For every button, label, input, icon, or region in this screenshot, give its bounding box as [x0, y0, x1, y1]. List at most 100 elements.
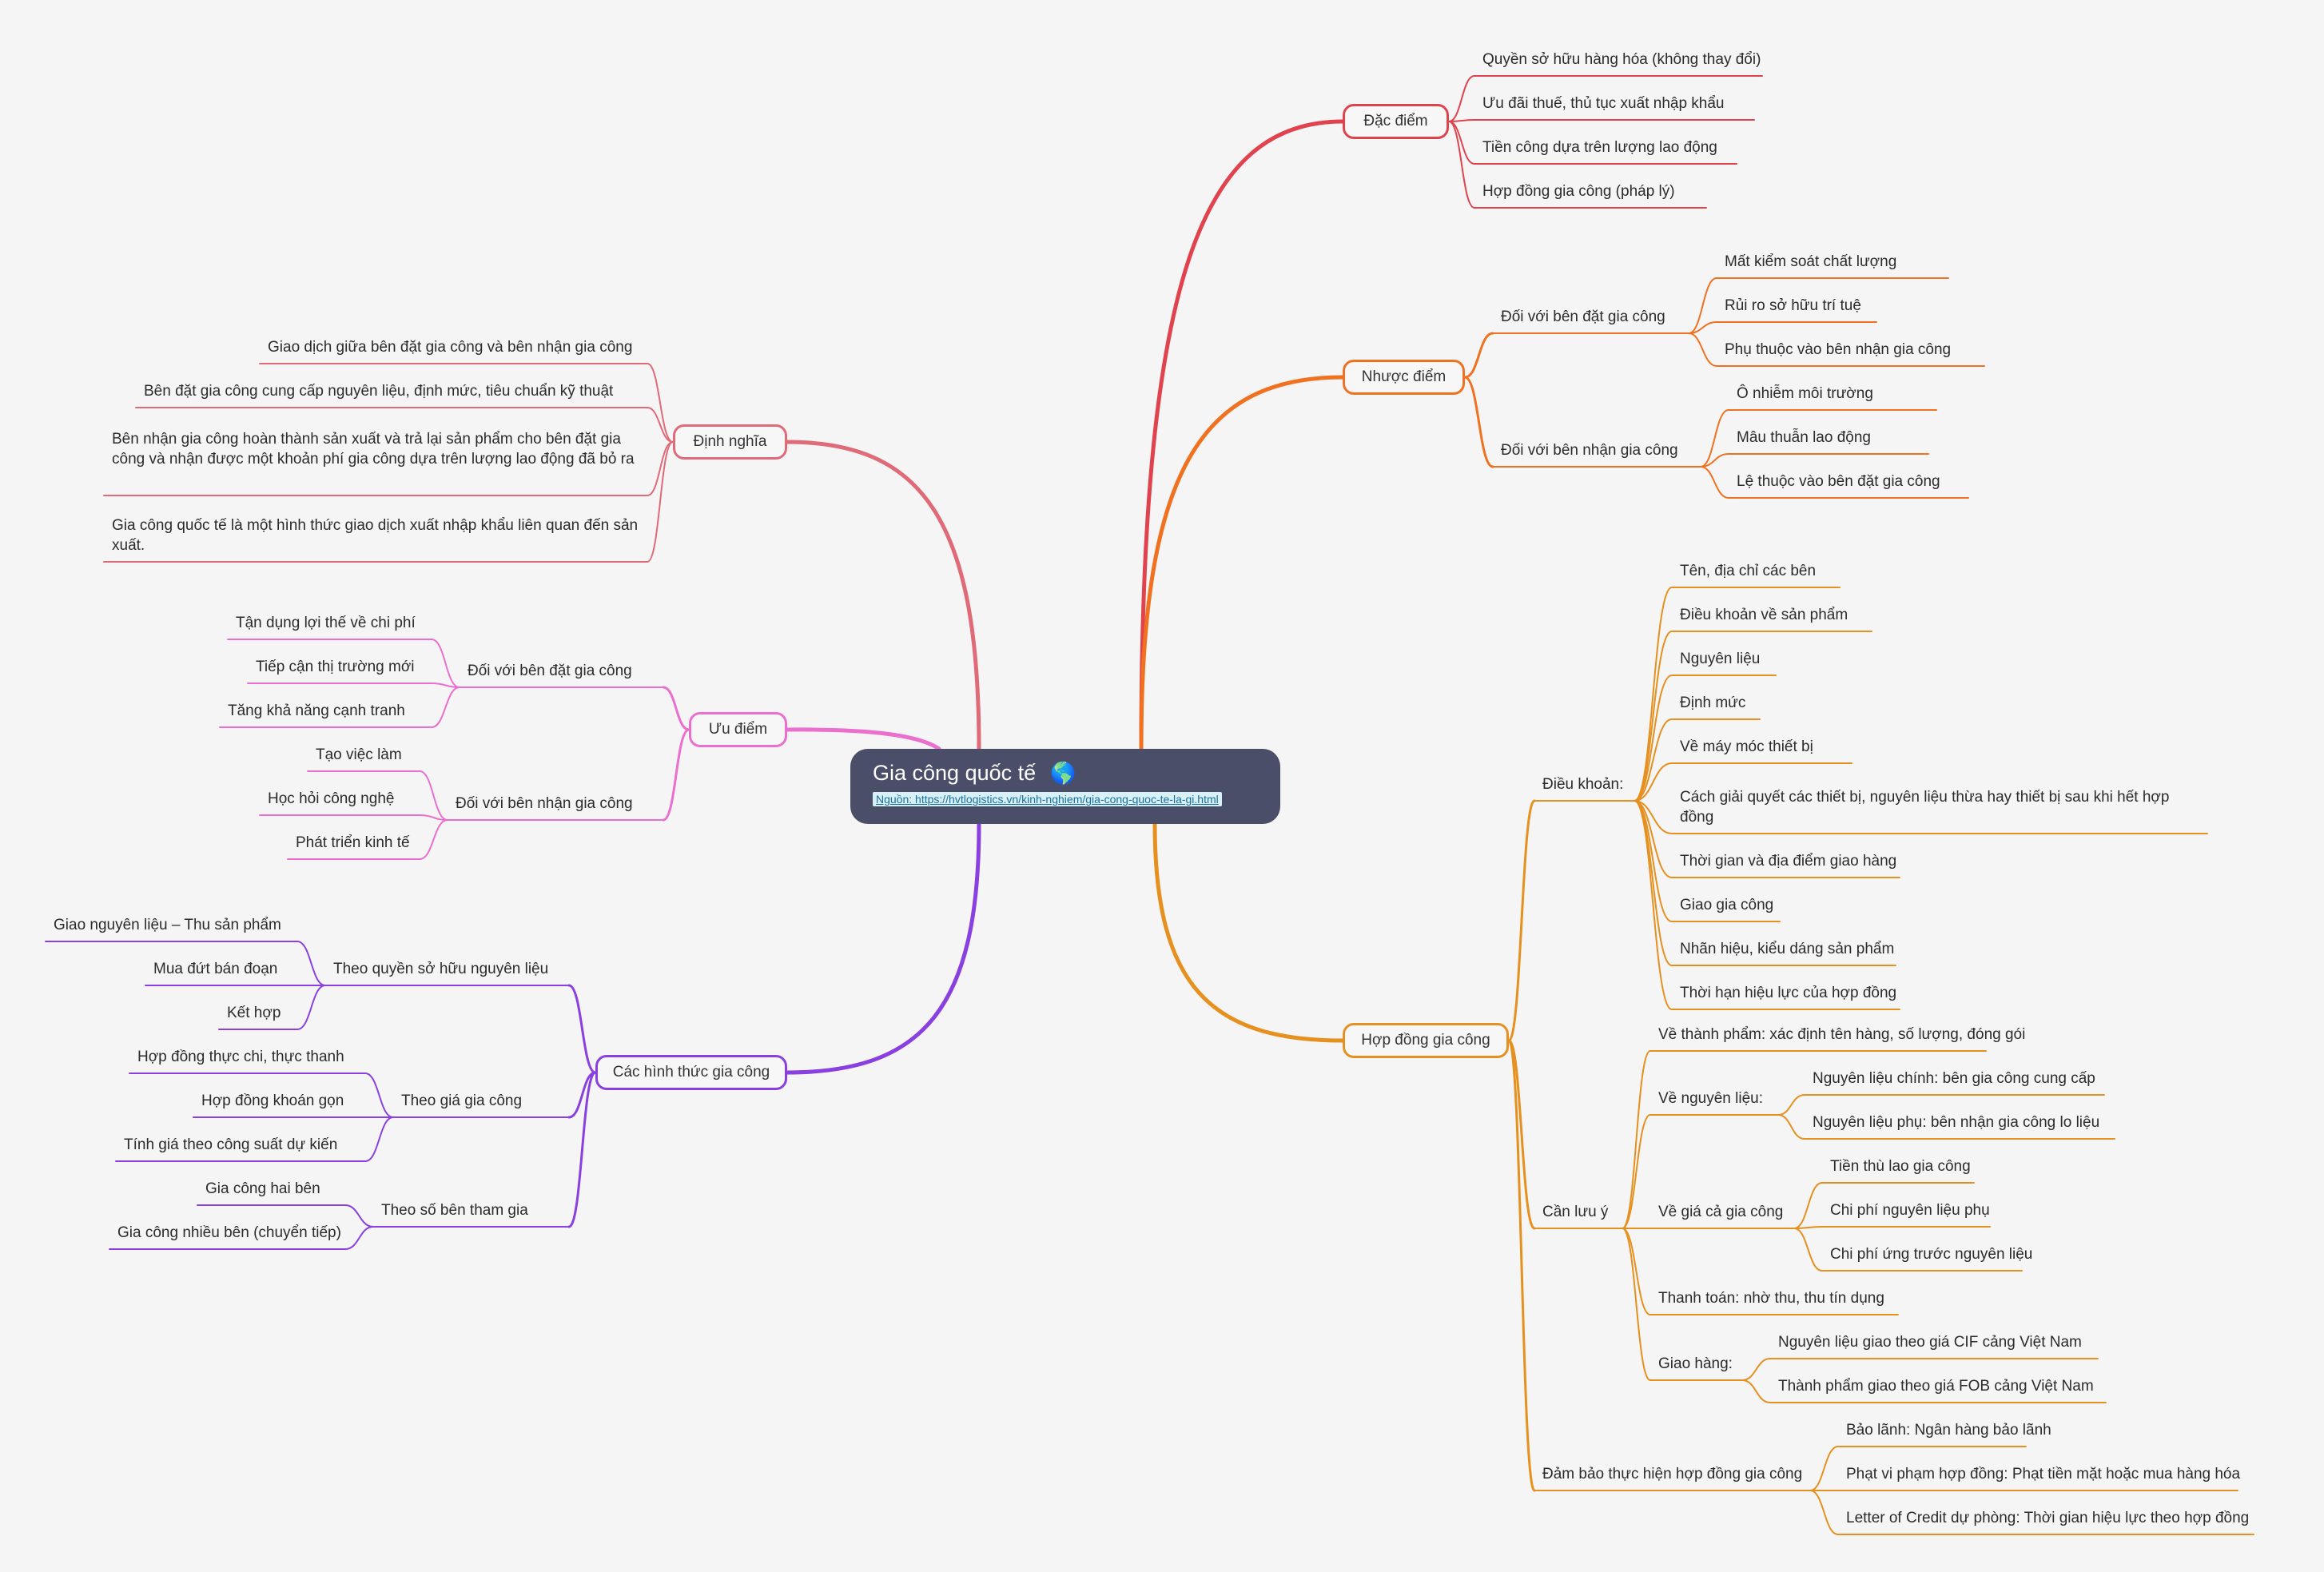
link-uu-1-2 — [419, 819, 448, 860]
dam-bao-item-0[interactable]: Bảo lãnh: Ngân hàng bảo lãnh — [1846, 1422, 2051, 1439]
hinh-thuc-item-1-0[interactable]: Hợp đồng thực chi, thực thanh — [137, 1049, 344, 1065]
dinh-nghia-item-3[interactable]: Gia công quốc tế là một hình thức giao d… — [112, 517, 639, 554]
branch-hop-dong — [1152, 822, 1345, 1043]
link-uu-group-0 — [662, 686, 690, 731]
link-uu-0-2 — [431, 687, 460, 728]
link-dam-bao — [1507, 1039, 1536, 1492]
giao-hang-label[interactable]: Giao hàng: — [1658, 1355, 1733, 1372]
uu-diem-item-0-0[interactable]: Tận dụng lợi thế về chi phí — [236, 615, 416, 631]
nhuoc-diem-item-0-0[interactable]: Mất kiểm soát chất lượng — [1725, 253, 1897, 270]
dinh-nghia-item-0[interactable]: Giao dịch giữa bên đặt gia công và bên n… — [268, 339, 633, 356]
dieu-khoan-item-7[interactable]: Giao gia công — [1680, 897, 1774, 913]
dieu-khoan-item-3[interactable]: Định mức — [1680, 694, 1746, 711]
link-nhuoc-0-0 — [1688, 277, 1717, 334]
hinh-thuc-item-1-2[interactable]: Tính giá theo công suất dự kiến — [124, 1136, 338, 1153]
hinh-thuc-item-0-1[interactable]: Mua đứt bán đoạn — [153, 961, 278, 977]
giao-hang-item-1[interactable]: Thành phẩm giao theo giá FOB cảng Việt N… — [1778, 1378, 2094, 1395]
topic-hop-dong[interactable]: Hợp đồng gia công — [1343, 1023, 1509, 1058]
uu-diem-item-0-1[interactable]: Tiếp cận thị trường mới — [256, 659, 415, 675]
dieu-khoan-item-1[interactable]: Điều khoản về sản phẩm — [1680, 607, 1848, 623]
dieu-khoan-item-9[interactable]: Thời hạn hiệu lực của hợp đồng — [1680, 985, 1897, 1001]
link-nhuoc-0-1 — [1688, 321, 1717, 334]
dac-diem-item-2[interactable]: Tiền công dựa trên lượng lao động — [1482, 139, 1717, 156]
uu-diem-group-1[interactable]: Đối với bên nhận gia công — [456, 795, 633, 812]
dinh-nghia-item-1[interactable]: Bên đặt gia công cung cấp nguyên liệu, đ… — [144, 383, 614, 400]
link-thanh-pham — [1622, 1050, 1651, 1229]
link-dac-diem-3 — [1448, 121, 1475, 209]
link-thanh-toan — [1622, 1228, 1651, 1315]
hinh-thuc-item-0-2[interactable]: Kết hợp — [227, 1005, 281, 1021]
dac-diem-item-0[interactable]: Quyền sở hữu hàng hóa (không thay đổi) — [1482, 51, 1761, 68]
dieu-khoan-item-4[interactable]: Về máy móc thiết bị — [1680, 738, 1813, 755]
dinh-nghia-item-2[interactable]: Bên nhận gia công hoàn thành sản xuất và… — [112, 431, 635, 468]
link-uu-1-0 — [419, 770, 448, 821]
hinh-thuc-item-0-0[interactable]: Giao nguyên liệu – Thu sản phẩm — [54, 917, 281, 933]
dac-diem-item-3[interactable]: Hợp đồng gia công (pháp lý) — [1482, 183, 1675, 200]
link-dieu-khoan-3 — [1634, 718, 1673, 802]
link-dam-bao-0 — [1809, 1446, 1839, 1491]
uu-diem-item-1-2[interactable]: Phát triển kinh tế — [296, 834, 410, 851]
topic-dinh-nghia[interactable]: Định nghĩa — [673, 424, 787, 460]
dieu-khoan-item-8[interactable]: Nhãn hiệu, kiểu dáng sản phẩm — [1680, 941, 1895, 957]
hinh-thuc-item-2-0[interactable]: Gia công hai bên — [205, 1180, 320, 1197]
dac-diem-item-1[interactable]: Ưu đãi thuế, thủ tục xuất nhập khẩu — [1482, 95, 1725, 112]
link-hinh-thuc-group-0 — [567, 984, 597, 1074]
dieu-khoan-item-0[interactable]: Tên, địa chỉ các bên — [1680, 563, 1817, 579]
uu-diem-item-0-2[interactable]: Tăng khả năng cạnh tranh — [228, 702, 405, 719]
nhuoc-diem-group-1[interactable]: Đối với bên nhận gia công — [1501, 442, 1678, 459]
link-nhuoc-1-1 — [1700, 453, 1729, 468]
thanh-pham-item[interactable]: Về thành phẩm: xác định tên hàng, số lượ… — [1658, 1026, 2026, 1043]
dieu-khoan-item-6[interactable]: Thời gian và địa điểm giao hàng — [1680, 853, 1897, 870]
nguyen-lieu-item-1[interactable]: Nguyên liệu phụ: bên nhận gia công lo li… — [1813, 1114, 2100, 1131]
uu-diem-item-1-1[interactable]: Học hỏi công nghệ — [268, 790, 395, 807]
hinh-thuc-group-2[interactable]: Theo số bên tham gia — [381, 1202, 528, 1219]
link-hinh-thuc-group-1 — [567, 1071, 597, 1119]
dam-bao-item-2[interactable]: Letter of Credit dự phòng: Thời gian hiệ… — [1846, 1510, 2250, 1526]
central-topic-title: Gia công quốc tế — [873, 761, 1037, 785]
nhuoc-diem-item-1-0[interactable]: Ô nhiễm môi trường — [1737, 385, 1873, 402]
gia-ca-item-0[interactable]: Tiền thù lao gia công — [1830, 1158, 1971, 1175]
link-nhuoc-1-0 — [1700, 409, 1729, 468]
dieu-khoan-label[interactable]: Điều khoản: — [1542, 776, 1624, 793]
gia-ca-label[interactable]: Về giá cả gia công — [1658, 1204, 1784, 1220]
link-dac-diem-2 — [1448, 121, 1475, 165]
nhuoc-diem-item-0-2[interactable]: Phụ thuộc vào bên nhận gia công — [1725, 341, 1952, 358]
link-nguyen-lieu-1 — [1777, 1114, 1805, 1140]
hinh-thuc-item-1-1[interactable]: Hợp đồng khoán gọn — [201, 1092, 344, 1109]
link-hinh-thuc-group-2 — [567, 1071, 597, 1228]
link-hinh-thuc-0-0 — [296, 941, 326, 986]
link-dieu-khoan-5 — [1634, 800, 1673, 834]
nguyen-lieu-label[interactable]: Về nguyên liệu: — [1658, 1090, 1763, 1107]
link-dieu-khoan-1 — [1634, 631, 1673, 802]
gia-ca-item-2[interactable]: Chi phí ứng trước nguyên liệu — [1830, 1246, 2033, 1263]
uu-diem-group-0[interactable]: Đối với bên đặt gia công — [468, 663, 632, 679]
topic-nhuoc-diem[interactable]: Nhược điểm — [1343, 360, 1465, 395]
dieu-khoan-item-5[interactable]: Cách giải quyết các thiết bị, nguyên liệ… — [1680, 789, 2170, 826]
link-nguyen-lieu — [1622, 1114, 1651, 1229]
hinh-thuc-item-2-1[interactable]: Gia công nhiều bên (chuyển tiếp) — [117, 1224, 341, 1241]
dieu-khoan-item-2[interactable]: Nguyên liệu — [1680, 651, 1761, 667]
central-topic[interactable]: Gia công quốc tế🌎 Nguồn: https://hvtlogi… — [850, 749, 1280, 824]
thanh-toan-item[interactable]: Thanh toán: nhờ thu, thu tín dụng — [1658, 1290, 1884, 1307]
topic-uu-diem[interactable]: Ưu điểm — [689, 712, 787, 747]
topic-hinh-thuc[interactable]: Các hình thức gia công — [595, 1055, 787, 1090]
topic-dac-diem[interactable]: Đặc điểm — [1343, 104, 1449, 139]
link-dinh-nghia-0 — [647, 363, 674, 443]
gia-ca-item-1[interactable]: Chi phí nguyên liệu phụ — [1830, 1202, 1990, 1219]
nhuoc-diem-item-0-1[interactable]: Rủi ro sở hữu trí tuệ — [1725, 297, 1861, 314]
can-luu-y-label[interactable]: Cần lưu ý — [1542, 1204, 1609, 1220]
dam-bao-item-1[interactable]: Phạt vi phạm hợp đồng: Phạt tiền mặt hoặ… — [1846, 1466, 2241, 1482]
nhuoc-diem-item-1-1[interactable]: Mâu thuẫn lao động — [1737, 429, 1871, 446]
hinh-thuc-group-0[interactable]: Theo quyền sở hữu nguyên liệu — [333, 961, 549, 977]
hinh-thuc-group-1[interactable]: Theo giá gia công — [401, 1092, 523, 1109]
link-uu-0-0 — [431, 639, 460, 688]
nhuoc-diem-item-1-2[interactable]: Lệ thuộc vào bên đặt gia công — [1737, 473, 1940, 490]
link-giao-hang — [1622, 1228, 1651, 1381]
uu-diem-item-1-0[interactable]: Tạo việc làm — [316, 746, 402, 763]
nguyen-lieu-item-0[interactable]: Nguyên liệu chính: bên gia công cung cấp — [1813, 1070, 2095, 1087]
source-link[interactable]: Nguồn: https://hvtlogistics.vn/kinh-nghi… — [873, 792, 1222, 806]
branch-dinh-nghia — [785, 440, 981, 751]
dam-bao-label[interactable]: Đảm bảo thực hiện hợp đồng gia công — [1542, 1466, 1803, 1482]
giao-hang-item-0[interactable]: Nguyên liệu giao theo giá CIF cảng Việt … — [1778, 1334, 2082, 1351]
nhuoc-diem-group-0[interactable]: Đối với bên đặt gia công — [1501, 308, 1665, 325]
